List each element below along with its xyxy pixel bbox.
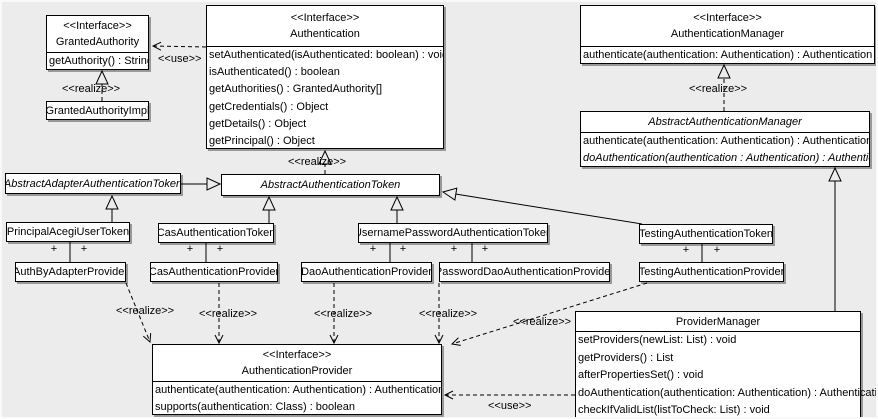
edge-realize-testingauthenticationprovider[interactable] — [450, 282, 648, 346]
class-name-label: AbstractAuthenticationManager — [648, 116, 802, 128]
class-name-label: AbstractAdapterAuthenticationToken — [5, 177, 181, 190]
edge-generalization-testingauthenticationtoken[interactable] — [441, 187, 643, 225]
plus-label: + — [399, 243, 407, 255]
stereotype-label: <<Interface>> — [290, 12, 360, 24]
method-row: setAuthenticated(isAuthenticated: boolea… — [209, 49, 443, 61]
method-row: isAuthenticated() : boolean — [209, 66, 340, 79]
method-row: doAuthentication(authentication : Authen… — [583, 152, 869, 165]
method-row: getCredentials() : Object — [209, 100, 329, 113]
edge-use-authentication-grantedauthority[interactable] — [151, 41, 207, 51]
method-row: getDetails() : Object — [209, 117, 307, 130]
plus-label: + — [450, 243, 458, 255]
class-header: AbstractAuthenticationManager — [581, 112, 869, 133]
realize-label: <<realize>> — [314, 308, 373, 320]
methods-compartment: setAuthenticated(isAuthenticated: boolea… — [207, 47, 443, 150]
method-row: afterPropertiesSet() : void — [578, 369, 704, 381]
methods-compartment: authenticate(authentication: Authenticat… — [581, 47, 874, 64]
realize-label: <<realize>> — [689, 83, 748, 95]
realize-label: <<realize>> — [199, 308, 258, 320]
class-name-label: CasAuthenticationProvider — [150, 266, 278, 278]
realize-label: <<realize>> — [513, 316, 572, 328]
class-auth-by-adapter-provider[interactable]: AuthByAdapterProvider — [15, 262, 126, 282]
class-abstract-authentication-manager[interactable]: AbstractAuthenticationManager authentica… — [580, 111, 870, 167]
method-row: authenticate(authentication: Authenticat… — [155, 384, 441, 396]
edge-realize-authbyadapterprovider[interactable] — [125, 282, 152, 344]
class-abstract-authentication-token[interactable]: AbstractAuthenticationToken — [221, 174, 440, 196]
class-name-label: GrantedAuthority — [55, 36, 140, 48]
methods-compartment: setProviders(newList: List) : void getPr… — [576, 332, 878, 417]
realize-label: <<realize>> — [419, 308, 478, 320]
class-name-label: DaoAuthenticationProvider — [301, 266, 432, 278]
class-header: <<Interface>> AuthenticationManager — [581, 6, 874, 47]
class-name-label: PasswordDaoAuthenticationProvider — [439, 266, 610, 278]
class-name-label: TestingAuthenticationProvider — [639, 266, 784, 278]
methods-compartment: authenticate(authentication: Authenticat… — [153, 382, 441, 416]
class-name-label: TestingAuthenticationToken — [639, 228, 773, 240]
method-row: setProviders(newList: List) : void — [578, 334, 737, 346]
realize-label: <<realize>> — [288, 156, 347, 168]
class-cas-authentication-token[interactable]: CasAuthenticationToken — [158, 223, 274, 243]
class-header: <<Interface>> GrantedAuthority — [47, 16, 148, 53]
class-password-dao-authentication-provider[interactable]: PasswordDaoAuthenticationProvider — [439, 262, 610, 282]
plus-label: + — [481, 243, 489, 255]
methods-compartment: authenticate(authentication: Authenticat… — [581, 133, 869, 168]
class-authentication-provider[interactable]: <<Interface>> AuthenticationProvider aut… — [152, 344, 442, 415]
class-dao-authentication-provider[interactable]: DaoAuthenticationProvider — [301, 262, 432, 282]
class-header: ProviderManager — [576, 312, 860, 332]
plus-label: + — [713, 244, 721, 256]
class-cas-authentication-provider[interactable]: CasAuthenticationProvider — [150, 262, 278, 282]
class-name-label: PrincipalAcegiUserToken — [6, 226, 130, 238]
method-row: getPrincipal() : Object — [209, 135, 315, 148]
method-row: getProviders() : List — [578, 351, 674, 364]
realize-label: <<realize>> — [62, 83, 121, 95]
method-row: authenticate(authentication: Authenticat… — [583, 49, 873, 61]
class-testing-authentication-token[interactable]: TestingAuthenticationToken — [639, 224, 773, 244]
plus-label: + — [50, 243, 58, 255]
plus-label: + — [369, 243, 377, 255]
class-abstract-adapter-authentication-token[interactable]: AbstractAdapterAuthenticationToken — [5, 173, 181, 194]
stereotype-label: <<Interface>> — [63, 20, 132, 32]
class-testing-authentication-provider[interactable]: TestingAuthenticationProvider — [639, 262, 784, 282]
class-authentication-manager[interactable]: <<Interface>> AuthenticationManager auth… — [580, 5, 875, 64]
class-provider-manager[interactable]: ProviderManager setProviders(newList: Li… — [575, 311, 878, 417]
use-label: <<use>> — [158, 53, 202, 65]
class-name-label: AbstractAuthenticationToken — [260, 179, 401, 191]
method-row: checkIfValidList(listToCheck: List) : vo… — [578, 404, 770, 416]
class-name-label: AuthenticationManager — [670, 28, 785, 40]
class-authentication[interactable]: <<Interface>> Authentication setAuthenti… — [206, 5, 444, 149]
class-name-label: AuthByAdapterProvider — [15, 266, 126, 278]
method-row: authenticate(authentication: Authenticat… — [583, 135, 869, 147]
method-row: getAuthorities() : GrantedAuthority[] — [209, 83, 383, 96]
method-row: supports(authentication: Class) : boolea… — [155, 400, 355, 413]
class-name-label: ProviderManager — [675, 315, 761, 328]
stereotype-label: <<Interface>> — [262, 349, 332, 361]
realize-label: <<realize>> — [116, 305, 175, 317]
class-username-password-authentication-token[interactable]: UsernamePasswordAuthenticationToken — [358, 223, 548, 243]
methods-compartment: getAuthority() : String — [47, 53, 148, 70]
class-name-label: CasAuthenticationToken — [158, 227, 274, 239]
use-label: <<use>> — [488, 400, 532, 412]
class-header: <<Interface>> AuthenticationProvider — [153, 345, 441, 382]
method-row: getAuthority() : String — [49, 55, 148, 67]
class-name-label: Authentication — [290, 28, 360, 40]
class-principal-acegi-user-token[interactable]: PrincipalAcegiUserToken — [6, 222, 130, 242]
class-header: <<Interface>> Authentication — [207, 6, 443, 47]
plus-label: + — [80, 243, 88, 255]
class-granted-authority-impl[interactable]: GrantedAuthorityImpl — [46, 101, 149, 120]
plus-label: + — [186, 243, 194, 255]
plus-label: + — [216, 243, 224, 255]
class-name-label: AuthenticationProvider — [241, 365, 353, 377]
stereotype-label: <<Interface>> — [693, 12, 762, 24]
class-name-label: UsernamePasswordAuthenticationToken — [358, 227, 548, 239]
class-granted-authority[interactable]: <<Interface>> GrantedAuthority getAuthor… — [46, 15, 149, 70]
plus-label: + — [682, 244, 690, 256]
class-name-label: GrantedAuthorityImpl — [46, 104, 149, 117]
method-row: doAuthentication(authentication: Authent… — [578, 386, 878, 399]
